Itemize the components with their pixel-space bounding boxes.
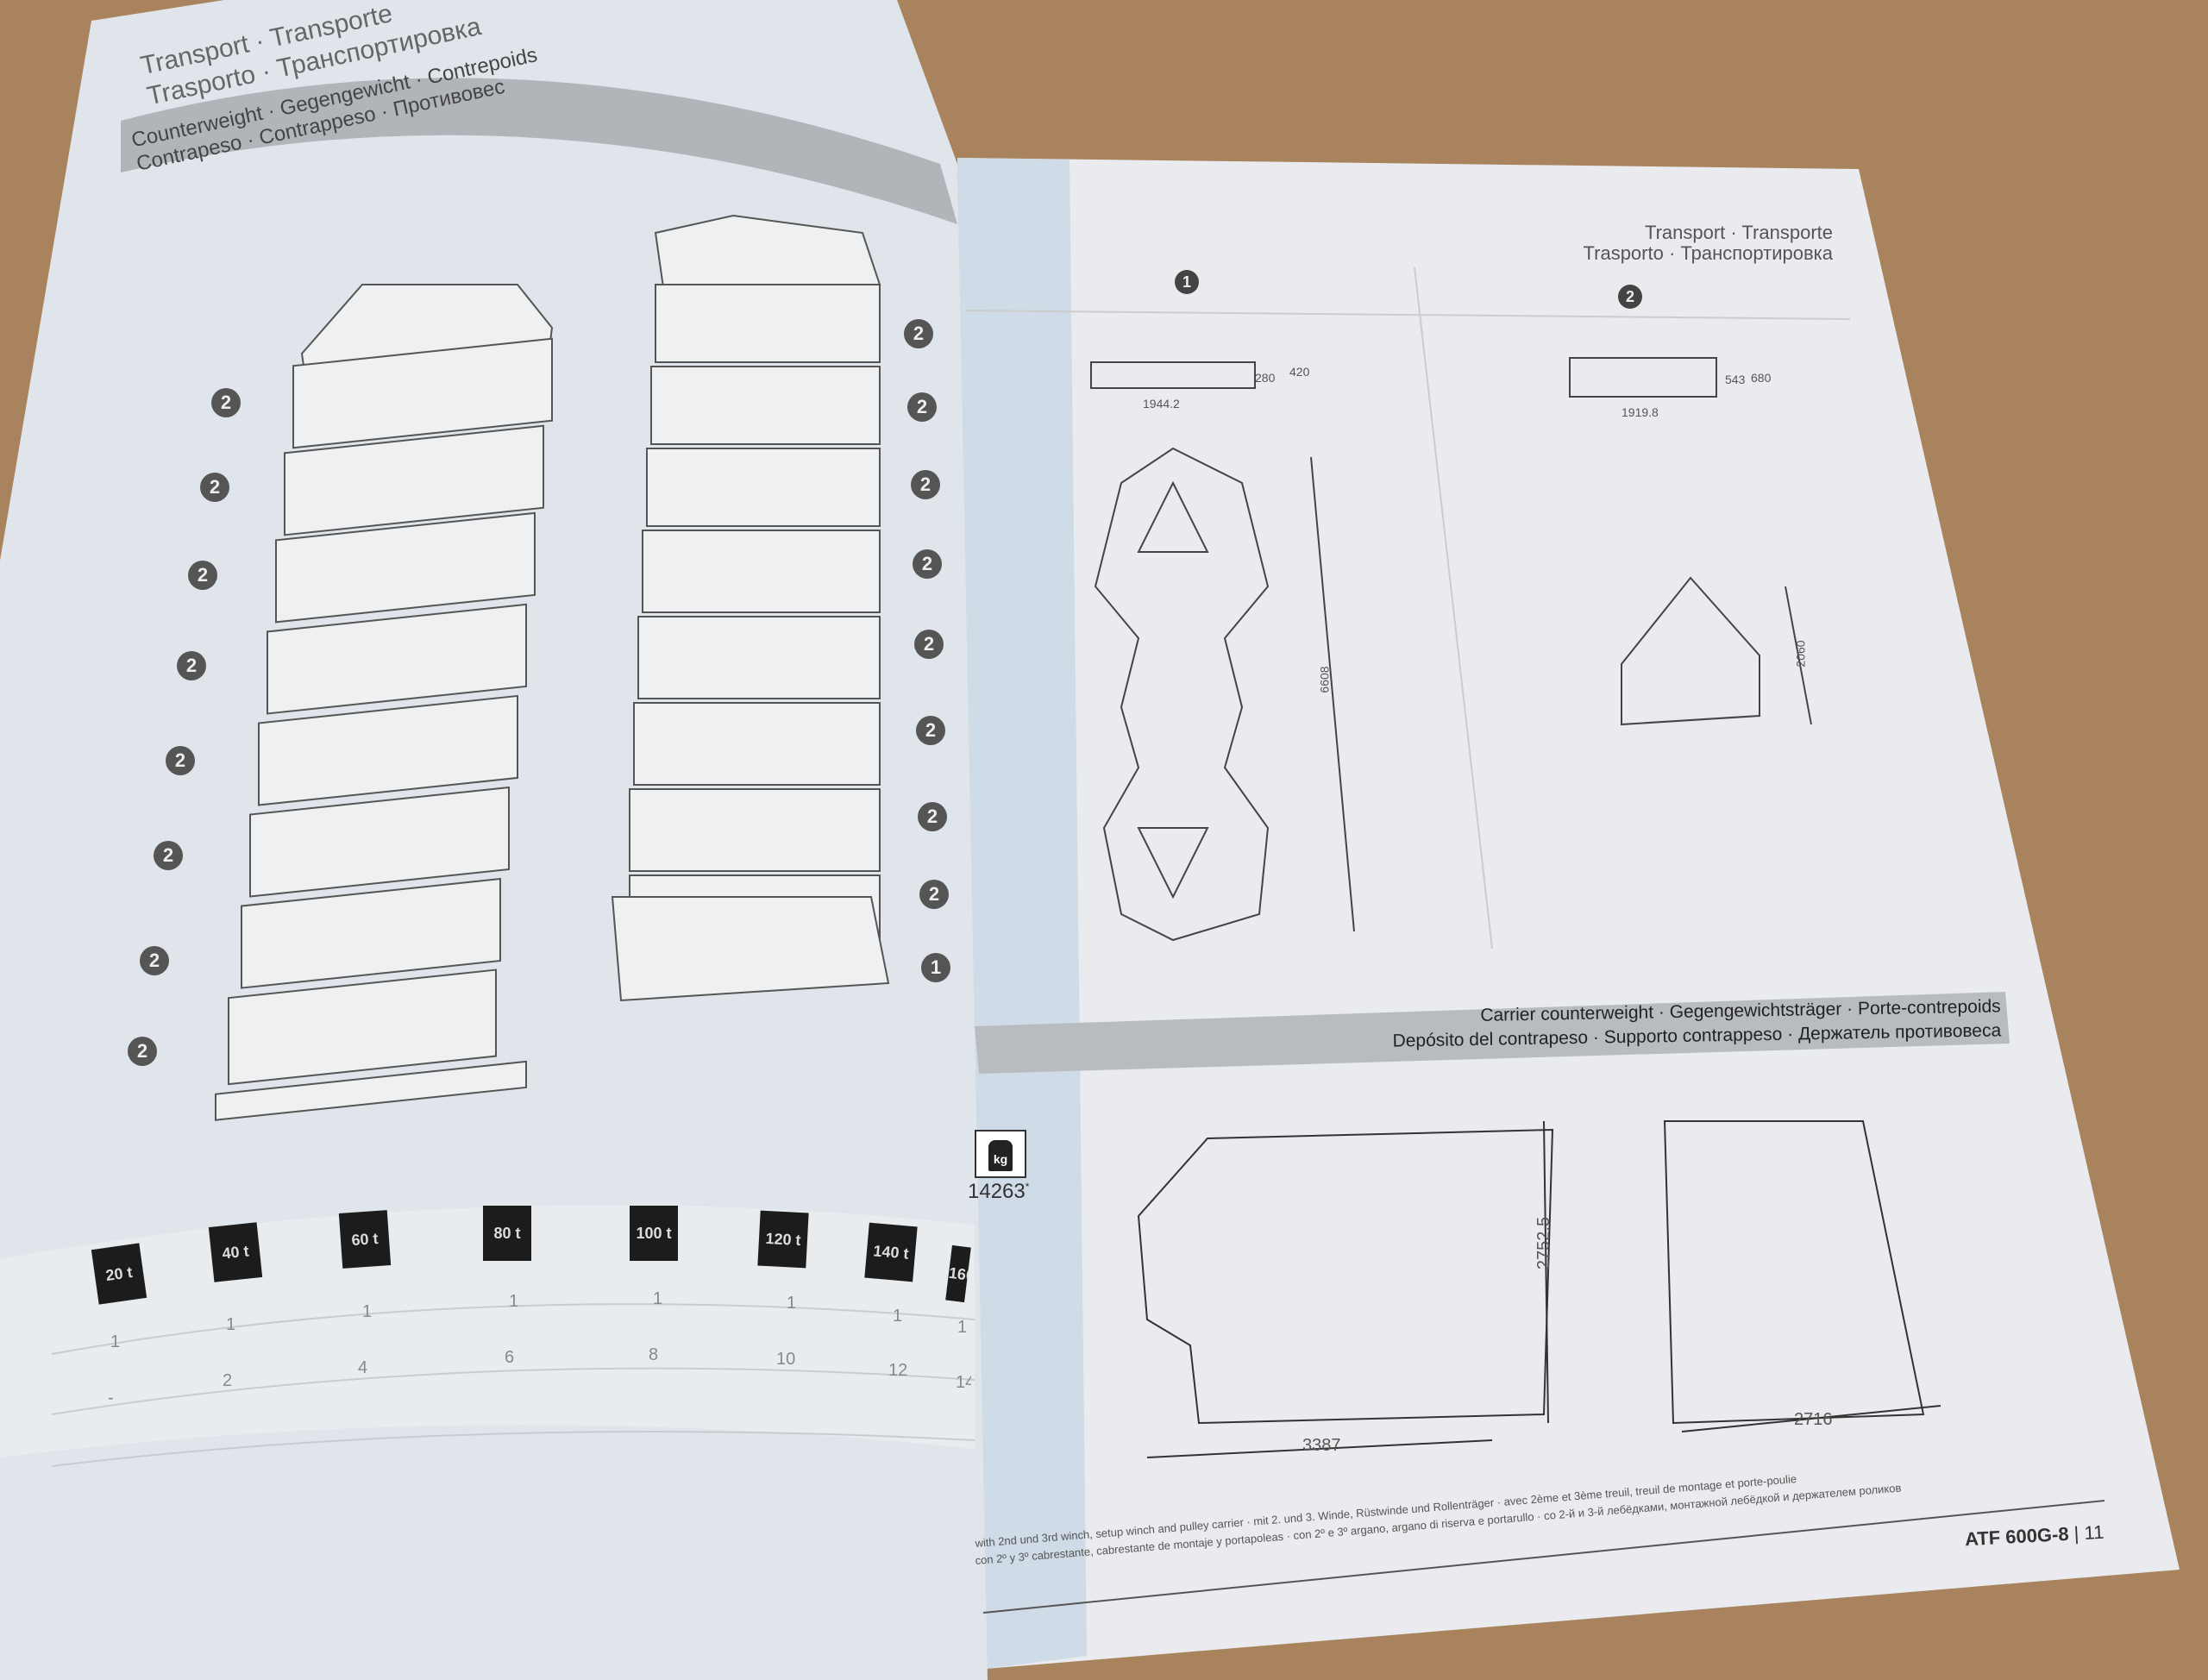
right-page-title: Transport · Transporte Trasporto · Транс… (1535, 223, 1833, 264)
table-header-140t: 140 t (864, 1222, 918, 1282)
dim-width: 1944.2 (1143, 397, 1180, 411)
table-cell: 8 (649, 1345, 659, 1364)
marker-2: 2 (188, 561, 217, 590)
dim-length: 6608 (1317, 666, 1332, 693)
table-header-120t: 120 t (757, 1210, 809, 1269)
right-page-edge-shade (957, 158, 1087, 1669)
title-line-1: Transport · Transporte (1644, 222, 1833, 243)
table-header-40t: 40 t (208, 1222, 263, 1282)
kg-label: kg (988, 1140, 1013, 1171)
footnote-rule (982, 1500, 2105, 1614)
counterweight-stack-right (611, 214, 890, 1002)
separator: | (2073, 1522, 2080, 1545)
marker-2: 2 (918, 802, 947, 831)
dim-length: 2060 (1793, 640, 1808, 668)
table-header-60t: 60 t (338, 1210, 392, 1269)
table-cell: 1 (653, 1289, 663, 1308)
marker-2: 2 (911, 470, 940, 499)
marker-2: 2 (154, 841, 183, 870)
table-cell: 1 (362, 1302, 373, 1321)
right-page (957, 158, 2180, 1669)
marker-2: 2 (907, 392, 937, 422)
counterweight-drawing-1 (1090, 361, 1355, 942)
title-line-2: Trasporto · Транспортировка (1583, 242, 1833, 264)
table-cell: 4 (358, 1358, 368, 1377)
divider (965, 310, 1851, 320)
table-cell: 1 (787, 1294, 797, 1313)
dim-height: 280 (1255, 371, 1276, 385)
dim-width: 1919.8 (1622, 405, 1659, 419)
kg-weight-icon: kg (975, 1130, 1026, 1178)
model-name: ATF 600G-8 (1964, 1522, 2070, 1551)
table-header-80t: 80 t (483, 1206, 531, 1261)
marker-2: 2 (140, 946, 169, 975)
weight-number: 14263 (968, 1180, 1026, 1203)
dim-height: 420 (1289, 365, 1310, 379)
table-cell: 2 (223, 1371, 233, 1390)
weight-footnote-mark: * (1025, 1181, 1030, 1193)
table-cell: 14 (956, 1373, 971, 1392)
page-number: 11 (2083, 1520, 2104, 1544)
dim-height: 543 (1725, 373, 1746, 386)
column-number-1: 1 (1175, 270, 1199, 294)
column-divider (1414, 266, 1493, 950)
table-cell: - (108, 1389, 114, 1407)
weight-value: 14263* (968, 1180, 1029, 1204)
table-cell: 10 (776, 1350, 796, 1369)
marker-2: 2 (919, 880, 949, 909)
dim-height: 680 (1751, 371, 1772, 385)
carrier-height: 2752.5 (1534, 1216, 1554, 1270)
left-page-header-band (121, 78, 957, 224)
carrier-drawing-front (1663, 1120, 1941, 1432)
table-header-100t: 100 t (630, 1206, 678, 1261)
marker-2: 2 (128, 1037, 157, 1066)
carrier-width: 2716 (1794, 1410, 1833, 1429)
table-grid (51, 1303, 975, 1467)
marker-1: 1 (921, 953, 950, 982)
section-caption-band (975, 992, 2010, 1074)
table-header-20t: 20 t (91, 1243, 147, 1305)
table-cell: 1 (509, 1292, 519, 1311)
marker-2: 2 (916, 716, 945, 745)
counterweight-stack-left (215, 284, 554, 1121)
table-cell: 12 (888, 1361, 908, 1380)
marker-2: 2 (914, 630, 944, 659)
column-number-2: 2 (1618, 285, 1642, 309)
carrier-drawing-side (1137, 1120, 1554, 1458)
table-cell: 1 (957, 1318, 968, 1337)
marker-2: 2 (177, 651, 206, 680)
marker-2: 2 (200, 473, 229, 502)
marker-2: 2 (166, 746, 195, 775)
table-cell: 6 (505, 1348, 515, 1367)
table-cell: 1 (893, 1307, 903, 1326)
marker-2: 2 (904, 319, 933, 348)
carrier-length: 3387 (1302, 1436, 1341, 1455)
table-cell: 1 (226, 1315, 236, 1334)
marker-2: 2 (211, 388, 241, 417)
table-cell: 1 (110, 1332, 121, 1351)
counterweight-drawing-2 (1569, 357, 1812, 726)
marker-2: 2 (913, 549, 942, 579)
